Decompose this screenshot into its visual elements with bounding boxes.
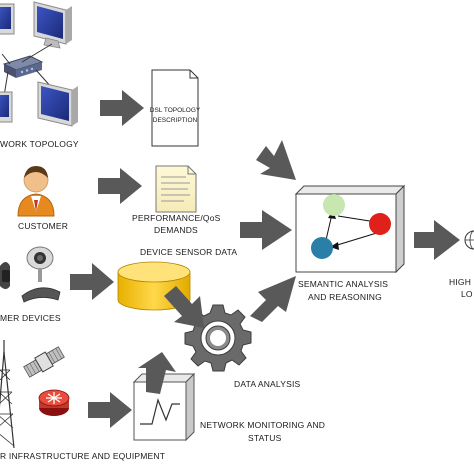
arrow-infrastructure-to-monitoring: [88, 392, 132, 428]
network-monitoring-box: [132, 372, 196, 442]
customer-devices-cluster: [0, 246, 61, 303]
arrow-dsl-to-semantic: [256, 140, 296, 180]
node-blue: [311, 237, 333, 259]
device-sensor-data-label: DEVICE SENSOR DATA: [140, 247, 238, 257]
wearable-icon: [0, 262, 10, 289]
semantic-analysis-label-2: AND REASONING: [308, 292, 382, 302]
semantic-analysis-label-1: SEMANTIC ANALYSIS: [298, 279, 389, 289]
arrow-semantic-to-high: [414, 220, 460, 260]
satellite-icon: [23, 346, 65, 378]
performance-label-1: PERFORMANCE/QoS: [132, 213, 221, 223]
tower-icon: [0, 340, 15, 449]
data-analysis-label: DATA ANALYSIS: [234, 379, 301, 389]
network-topology-cluster: [0, 1, 78, 127]
node-green: [323, 194, 345, 216]
computer-icon: [0, 91, 13, 123]
router-icon: [38, 389, 70, 416]
customer-devices-label: MER DEVICES: [0, 313, 61, 323]
dsl-topology-document-icon: [151, 69, 199, 147]
network-topology-label: WORK TOPOLOGY: [0, 139, 79, 149]
arrows: [70, 90, 460, 428]
arrow-database-to-gear: [164, 286, 204, 328]
arrow-performance-to-semantic: [240, 210, 292, 250]
person-icon: [17, 166, 55, 217]
customer-label: CUSTOMER: [18, 221, 69, 231]
network-monitoring-label-2: STATUS: [248, 433, 282, 443]
high-level-label-1: HIGH: [449, 277, 472, 287]
computer-icon: [37, 81, 78, 127]
semantic-analysis-box: [294, 184, 406, 274]
dsl-topology-text-2: DESCRIPTION: [153, 117, 198, 124]
webcam-icon: [21, 246, 61, 303]
globe-icon: [464, 230, 474, 250]
network-monitoring-label-1: NETWORK MONITORING AND: [200, 420, 326, 430]
dsl-topology-text-1: DSL TOPOLOGY: [150, 107, 201, 114]
arrow-devices-to-database: [70, 263, 114, 300]
arrow-gear-to-semantic: [250, 276, 296, 322]
computer-icon: [0, 3, 15, 35]
infrastructure-cluster: [0, 340, 70, 449]
arrow-topology-to-dsl: [100, 90, 144, 126]
arrow-customer-to-performance: [98, 168, 142, 204]
performance-label-2: DEMANDS: [154, 225, 198, 235]
hub-icon: [2, 55, 44, 78]
infrastructure-label: R INFRASTRUCTURE AND EQUIPMENT: [0, 451, 166, 461]
arrow-to-data-analysis: [138, 352, 176, 394]
graph-icon: [140, 398, 180, 425]
node-red: [369, 213, 391, 235]
performance-document-icon: [155, 165, 197, 213]
computer-icon: [33, 1, 72, 49]
high-level-label-2: LO: [461, 289, 473, 299]
